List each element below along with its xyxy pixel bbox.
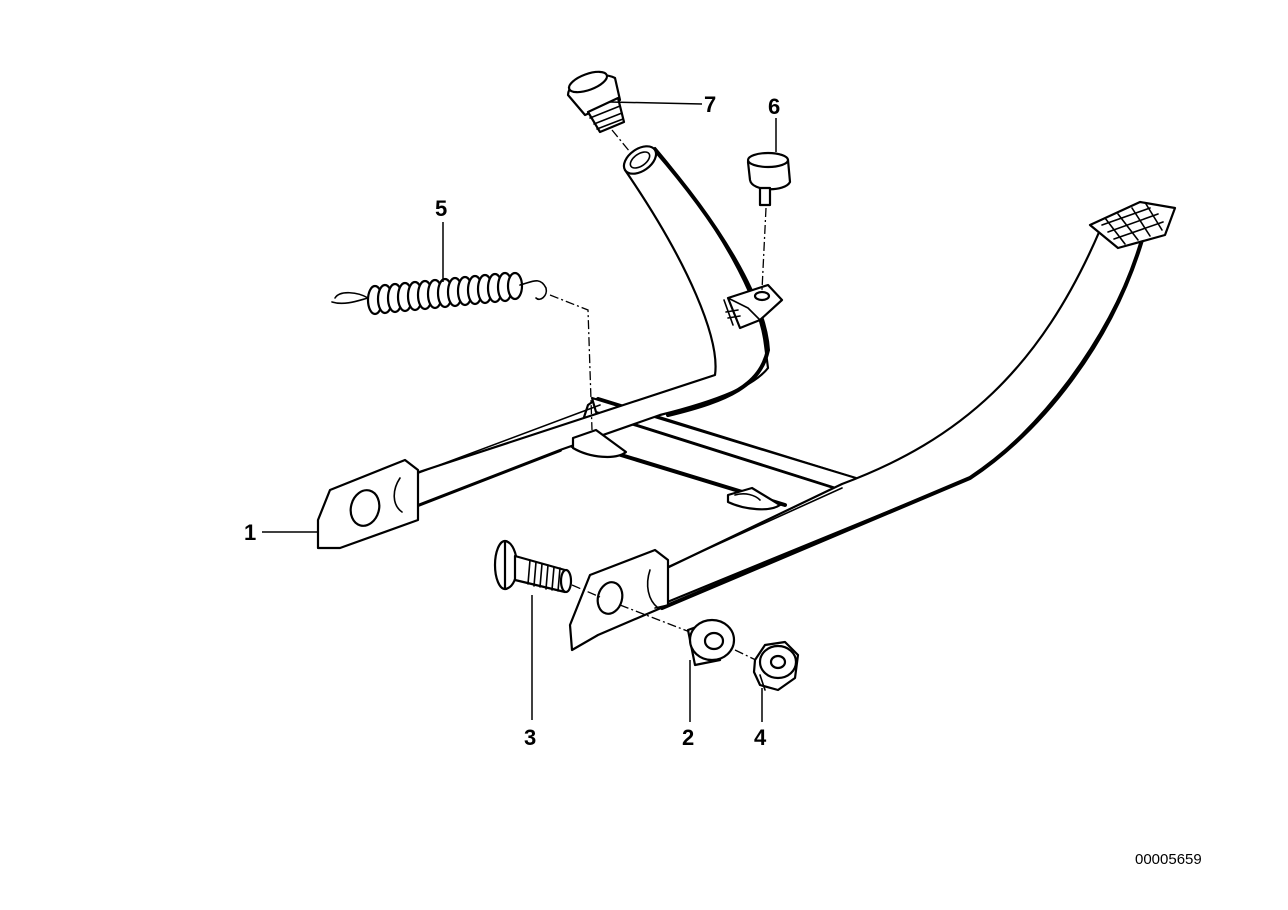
diagram-reference-number: 00005659 — [1135, 851, 1202, 868]
callout-5: 5 — [435, 196, 447, 221]
callout-2: 2 — [682, 725, 694, 750]
nut-part-4 — [752, 640, 800, 692]
buffer-part-6 — [746, 151, 792, 291]
callout-4: 4 — [754, 725, 767, 750]
pedal-grid — [1101, 203, 1164, 245]
callout-1: 1 — [244, 520, 256, 545]
callout-3: 3 — [524, 725, 536, 750]
callout-6: 6 — [768, 94, 780, 119]
bushing-part-2 — [619, 604, 761, 667]
leader-lines — [262, 101, 777, 722]
spring-part-5 — [331, 271, 593, 431]
callout-7: 7 — [704, 92, 716, 117]
bolt-part-3 — [493, 539, 601, 598]
center-stand-frame — [316, 145, 1177, 652]
plug-part-7 — [566, 70, 631, 153]
